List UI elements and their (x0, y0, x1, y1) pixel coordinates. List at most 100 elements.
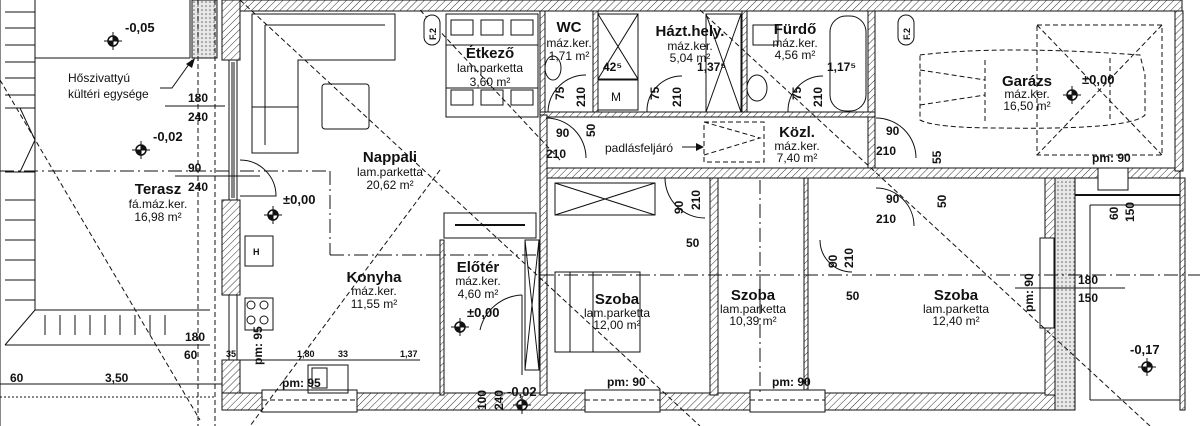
dimension-label: 35 (226, 349, 236, 359)
dimension-label: 75 (553, 86, 567, 100)
dimension-label: Garázs (1002, 73, 1052, 90)
dimension-label: 210 (546, 147, 566, 161)
dimension-label: 90 (886, 192, 900, 206)
dimension-label: lam.parketta (457, 61, 523, 75)
dimension-label: Terasz (135, 181, 181, 198)
dimension-label: ±0,00 (283, 192, 315, 207)
dimension-label: máz.ker. (774, 139, 819, 153)
dimension-label: 240 (492, 390, 506, 410)
dimension-label: Közl. (779, 124, 815, 141)
dimension-label: máz.ker. (667, 39, 712, 53)
dimension-label: 1,80 (297, 349, 315, 359)
dimension-label: 60 (1107, 206, 1121, 220)
dimension-label: 1,71 m² (549, 49, 590, 63)
dimension-label: 42⁵ (603, 60, 622, 74)
dimension-label: 240 (188, 110, 208, 124)
windows (228, 59, 1129, 413)
dimension-label: 10,39 m² (729, 314, 776, 328)
room-kozlekedo: Közl.máz.ker.7,40 m² (774, 124, 819, 165)
dimension-label: 90 (556, 126, 570, 140)
dimension-label: pm: 90 (1022, 273, 1036, 312)
dimension-label: -0,05 (125, 20, 155, 35)
dimension-label: lam.parketta (720, 302, 786, 316)
dimension-label: 16,98 m² (134, 210, 181, 224)
dimension-label: pm: 90 (1092, 151, 1131, 165)
room-haztartasi-helyiseg: Házt.hely.máz.ker.5,04 m² (656, 23, 725, 65)
dimension-label: 150 (1123, 202, 1137, 222)
dimension-label: padlásfeljáró (605, 141, 673, 155)
dimension-label: 16,50 m² (1003, 99, 1050, 113)
dimension-label: 180 (1078, 273, 1098, 287)
dimension-label: 5,04 m² (670, 51, 711, 65)
dimension-label: pm: 90 (772, 375, 811, 389)
dimension-label: Szoba (595, 291, 640, 308)
dimension-label: 50 (935, 194, 949, 208)
dimension-label: F.2 (902, 28, 912, 40)
dimension-label: máz.ker. (455, 274, 500, 288)
dimension-label: 210 (689, 190, 703, 210)
dimension-labels: 180 240 90 240 42⁵ 1,37⁵ 1,17⁵ 75 210 75… (0, 60, 1137, 410)
dimension-label: 55 (930, 150, 944, 164)
dimension-label: 20,62 m² (366, 178, 413, 192)
dimension-label: -0,17 (1130, 342, 1160, 357)
dimension-label: Házt.hely. (656, 23, 725, 40)
appliance-h-label: H (253, 247, 260, 257)
dimension-label: Szoba (934, 287, 979, 304)
dimension-label: pm: 90 (607, 375, 646, 389)
dimension-label: 11,55 m² (351, 297, 397, 311)
dimension-label: 3,50 (105, 371, 129, 385)
dimension-label: máz.ker. (772, 36, 817, 50)
dimension-label: kültéri egysége (68, 87, 149, 101)
appliance-m-label: M (611, 90, 621, 104)
dimension-label: Nappali (363, 149, 417, 166)
dimension-label: 90 (886, 124, 900, 138)
dimension-label: 240 (188, 180, 208, 194)
dimension-label: F.2 (428, 28, 438, 40)
dimension-label: 50 (846, 289, 860, 303)
dimension-label: Hőszivattyú (68, 71, 130, 85)
dimension-label: 1,17⁵ (827, 60, 856, 74)
dimension-label: 180 (188, 91, 208, 105)
dimension-label: 12,00 m² (593, 318, 640, 332)
section-mark-left: F.2 (423, 14, 441, 46)
dimension-label: Előtér (457, 259, 500, 276)
dimension-label: pm: 95 (251, 326, 265, 365)
doors (239, 74, 917, 375)
dimension-label: 33 (338, 349, 348, 359)
level-markers: -0,05 -0,02 ±0,00 ±0,00 -0,02 -0,17 ±0,0… (103, 20, 1160, 415)
dimension-label: 4,60 m² (458, 287, 499, 301)
dimension-label: 210 (842, 248, 856, 268)
attic-access-annotation: padlásfeljáró (605, 141, 704, 155)
dimension-label: lam.parketta (923, 302, 989, 316)
dimension-label: ±0,00 (467, 305, 499, 320)
dimension-label: 75 (790, 86, 804, 100)
car (919, 49, 1146, 129)
dimension-label: 210 (876, 212, 896, 226)
dimension-label: Konyha (346, 269, 402, 286)
dimension-label: fá.máz.ker. (129, 197, 188, 211)
furniture: M H (240, 13, 1163, 394)
dimension-label: 75 (648, 86, 662, 100)
dimension-label: 50 (584, 123, 598, 137)
dimension-label: 3,60 m² (470, 75, 511, 89)
terrace-deck (0, 0, 540, 426)
dimension-label: máz.ker. (1004, 87, 1049, 101)
dimension-label: Étkező (466, 45, 514, 62)
dimension-label: 210 (670, 87, 684, 107)
dimension-label: -0,02 (153, 129, 183, 144)
dimension-label: 100 (475, 390, 489, 410)
dimension-label: 90 (672, 200, 686, 214)
dimension-label: WC (557, 19, 582, 36)
dimension-label: -0,02 (507, 384, 537, 399)
